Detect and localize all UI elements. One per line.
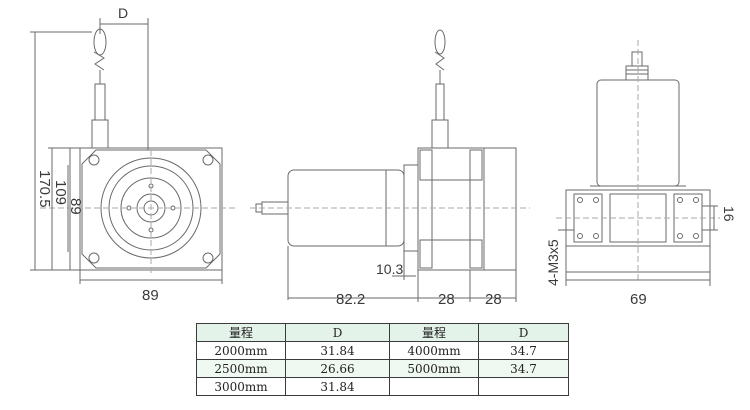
dim-rear-width: 69 <box>630 291 647 308</box>
dim-front-height-total: 170.5 <box>36 170 53 208</box>
header-range-1: 量程 <box>196 323 286 342</box>
cell-d: 34.7 <box>478 341 569 360</box>
cell-range: 4000mm <box>389 341 479 360</box>
dim-front-height-body: 109 <box>52 180 69 205</box>
table-row: 2000mm 31.84 4000mm 34.7 <box>196 341 569 360</box>
cell-d: 34.7 <box>478 359 569 378</box>
cell-d: 31.84 <box>285 341 390 360</box>
dim-rear-side: 16 <box>721 206 737 222</box>
cell-range: 2500mm <box>196 359 286 378</box>
dim-side-flange-1: 28 <box>438 291 455 308</box>
header-d-1: D <box>285 323 390 342</box>
table-header-row: 量程 D 量程 D <box>196 323 569 342</box>
range-spec-table: 量程 D 量程 D 2000mm 31.84 4000mm 34.7 2500m… <box>196 323 569 396</box>
cell-range: 5000mm <box>389 359 479 378</box>
cell-range <box>389 377 479 396</box>
dim-front-d: D <box>118 5 128 21</box>
side-view <box>250 29 530 302</box>
technical-drawing: D 170.5 109 89 89 10.3 82.2 28 28 4-M3x5… <box>30 5 737 308</box>
cell-range: 3000mm <box>196 377 286 396</box>
rear-view <box>556 40 720 286</box>
dim-side-flange-2: 28 <box>485 291 502 308</box>
cell-d: 26.66 <box>285 359 390 378</box>
dim-front-height-inner: 89 <box>67 198 84 215</box>
header-d-2: D <box>478 323 569 342</box>
cell-range: 2000mm <box>196 341 286 360</box>
table-row: 2500mm 26.66 5000mm 34.7 <box>196 359 569 378</box>
dim-side-length: 82.2 <box>336 291 365 308</box>
front-view <box>30 18 235 284</box>
dim-rear-mount: 4-M3x5 <box>545 239 561 286</box>
cell-d: 31.84 <box>285 377 390 396</box>
cell-d <box>478 377 569 396</box>
dim-side-offset: 10.3 <box>376 261 403 277</box>
table-row: 3000mm 31.84 <box>196 377 569 396</box>
header-range-2: 量程 <box>389 323 479 342</box>
dim-front-width: 89 <box>142 287 159 304</box>
